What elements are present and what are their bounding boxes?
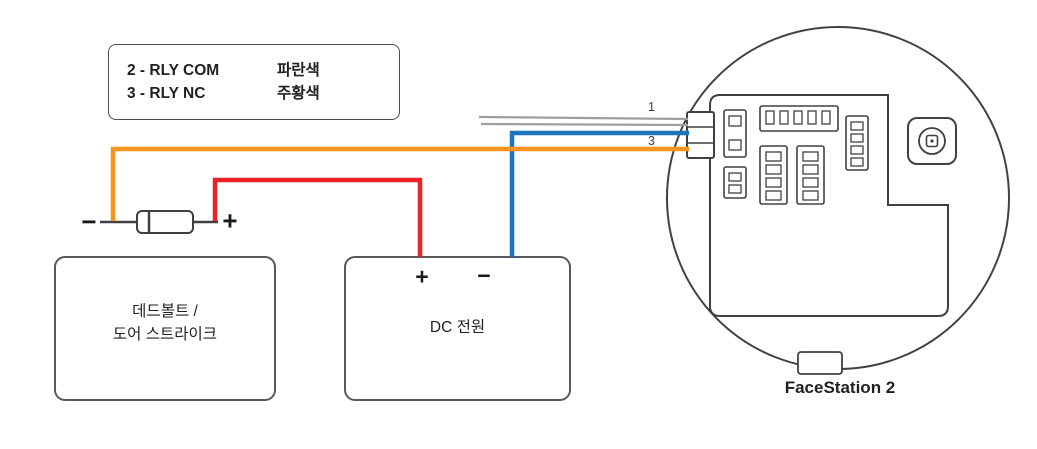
mounting-tab: [797, 351, 843, 375]
legend-row-rly-com: 2 - RLY COM 파란색: [127, 61, 399, 81]
deadbolt-label: 데드볼트 / 도어 스트라이크: [55, 300, 275, 346]
wire-gray-1: [478, 115, 689, 121]
deadbolt-label-line1: 데드볼트 /: [132, 303, 198, 320]
deadbolt-label-line2: 도어 스트라이크: [112, 326, 218, 343]
deadbolt-minus-sign: −: [81, 206, 97, 237]
tamper-button: [907, 117, 957, 165]
connector-b-wide: [759, 105, 839, 132]
legend-box: 2 - RLY COM 파란색 3 - RLY NC 주황색: [108, 44, 400, 120]
dc-power-label: DC 전원: [345, 316, 570, 339]
wire-orange-rly-nc: [110, 146, 689, 221]
pin-number-1: 1: [648, 100, 655, 114]
legend-pin-label: 2 - RLY COM: [127, 61, 220, 79]
connector-a: [723, 109, 747, 158]
connector-e: [759, 145, 788, 205]
connector-d: [723, 166, 747, 199]
connector-c: [845, 115, 869, 171]
wire-red-power: [212, 177, 423, 257]
deadbolt-box: [54, 256, 276, 401]
dc-minus-sign: −: [477, 262, 491, 289]
legend-color-label: 파란색: [277, 61, 320, 79]
dc-plus-sign: +: [415, 263, 429, 290]
legend-row-rly-nc: 3 - RLY NC 주황색: [127, 84, 399, 104]
wire-gray-2: [480, 122, 689, 127]
connector-f: [796, 145, 825, 205]
legend-pin-label: 3 - RLY NC: [127, 84, 206, 102]
deadbolt-plus-sign: +: [222, 205, 238, 236]
wire-blue-rly-com: [509, 130, 689, 257]
legend-color-label: 주황색: [277, 84, 320, 102]
diode: [136, 210, 194, 234]
dc-power-label-text: DC 전원: [429, 319, 486, 336]
device-caption: FaceStation 2: [784, 378, 896, 397]
pin-number-3: 3: [648, 134, 655, 148]
dc-power-box: [344, 256, 571, 401]
